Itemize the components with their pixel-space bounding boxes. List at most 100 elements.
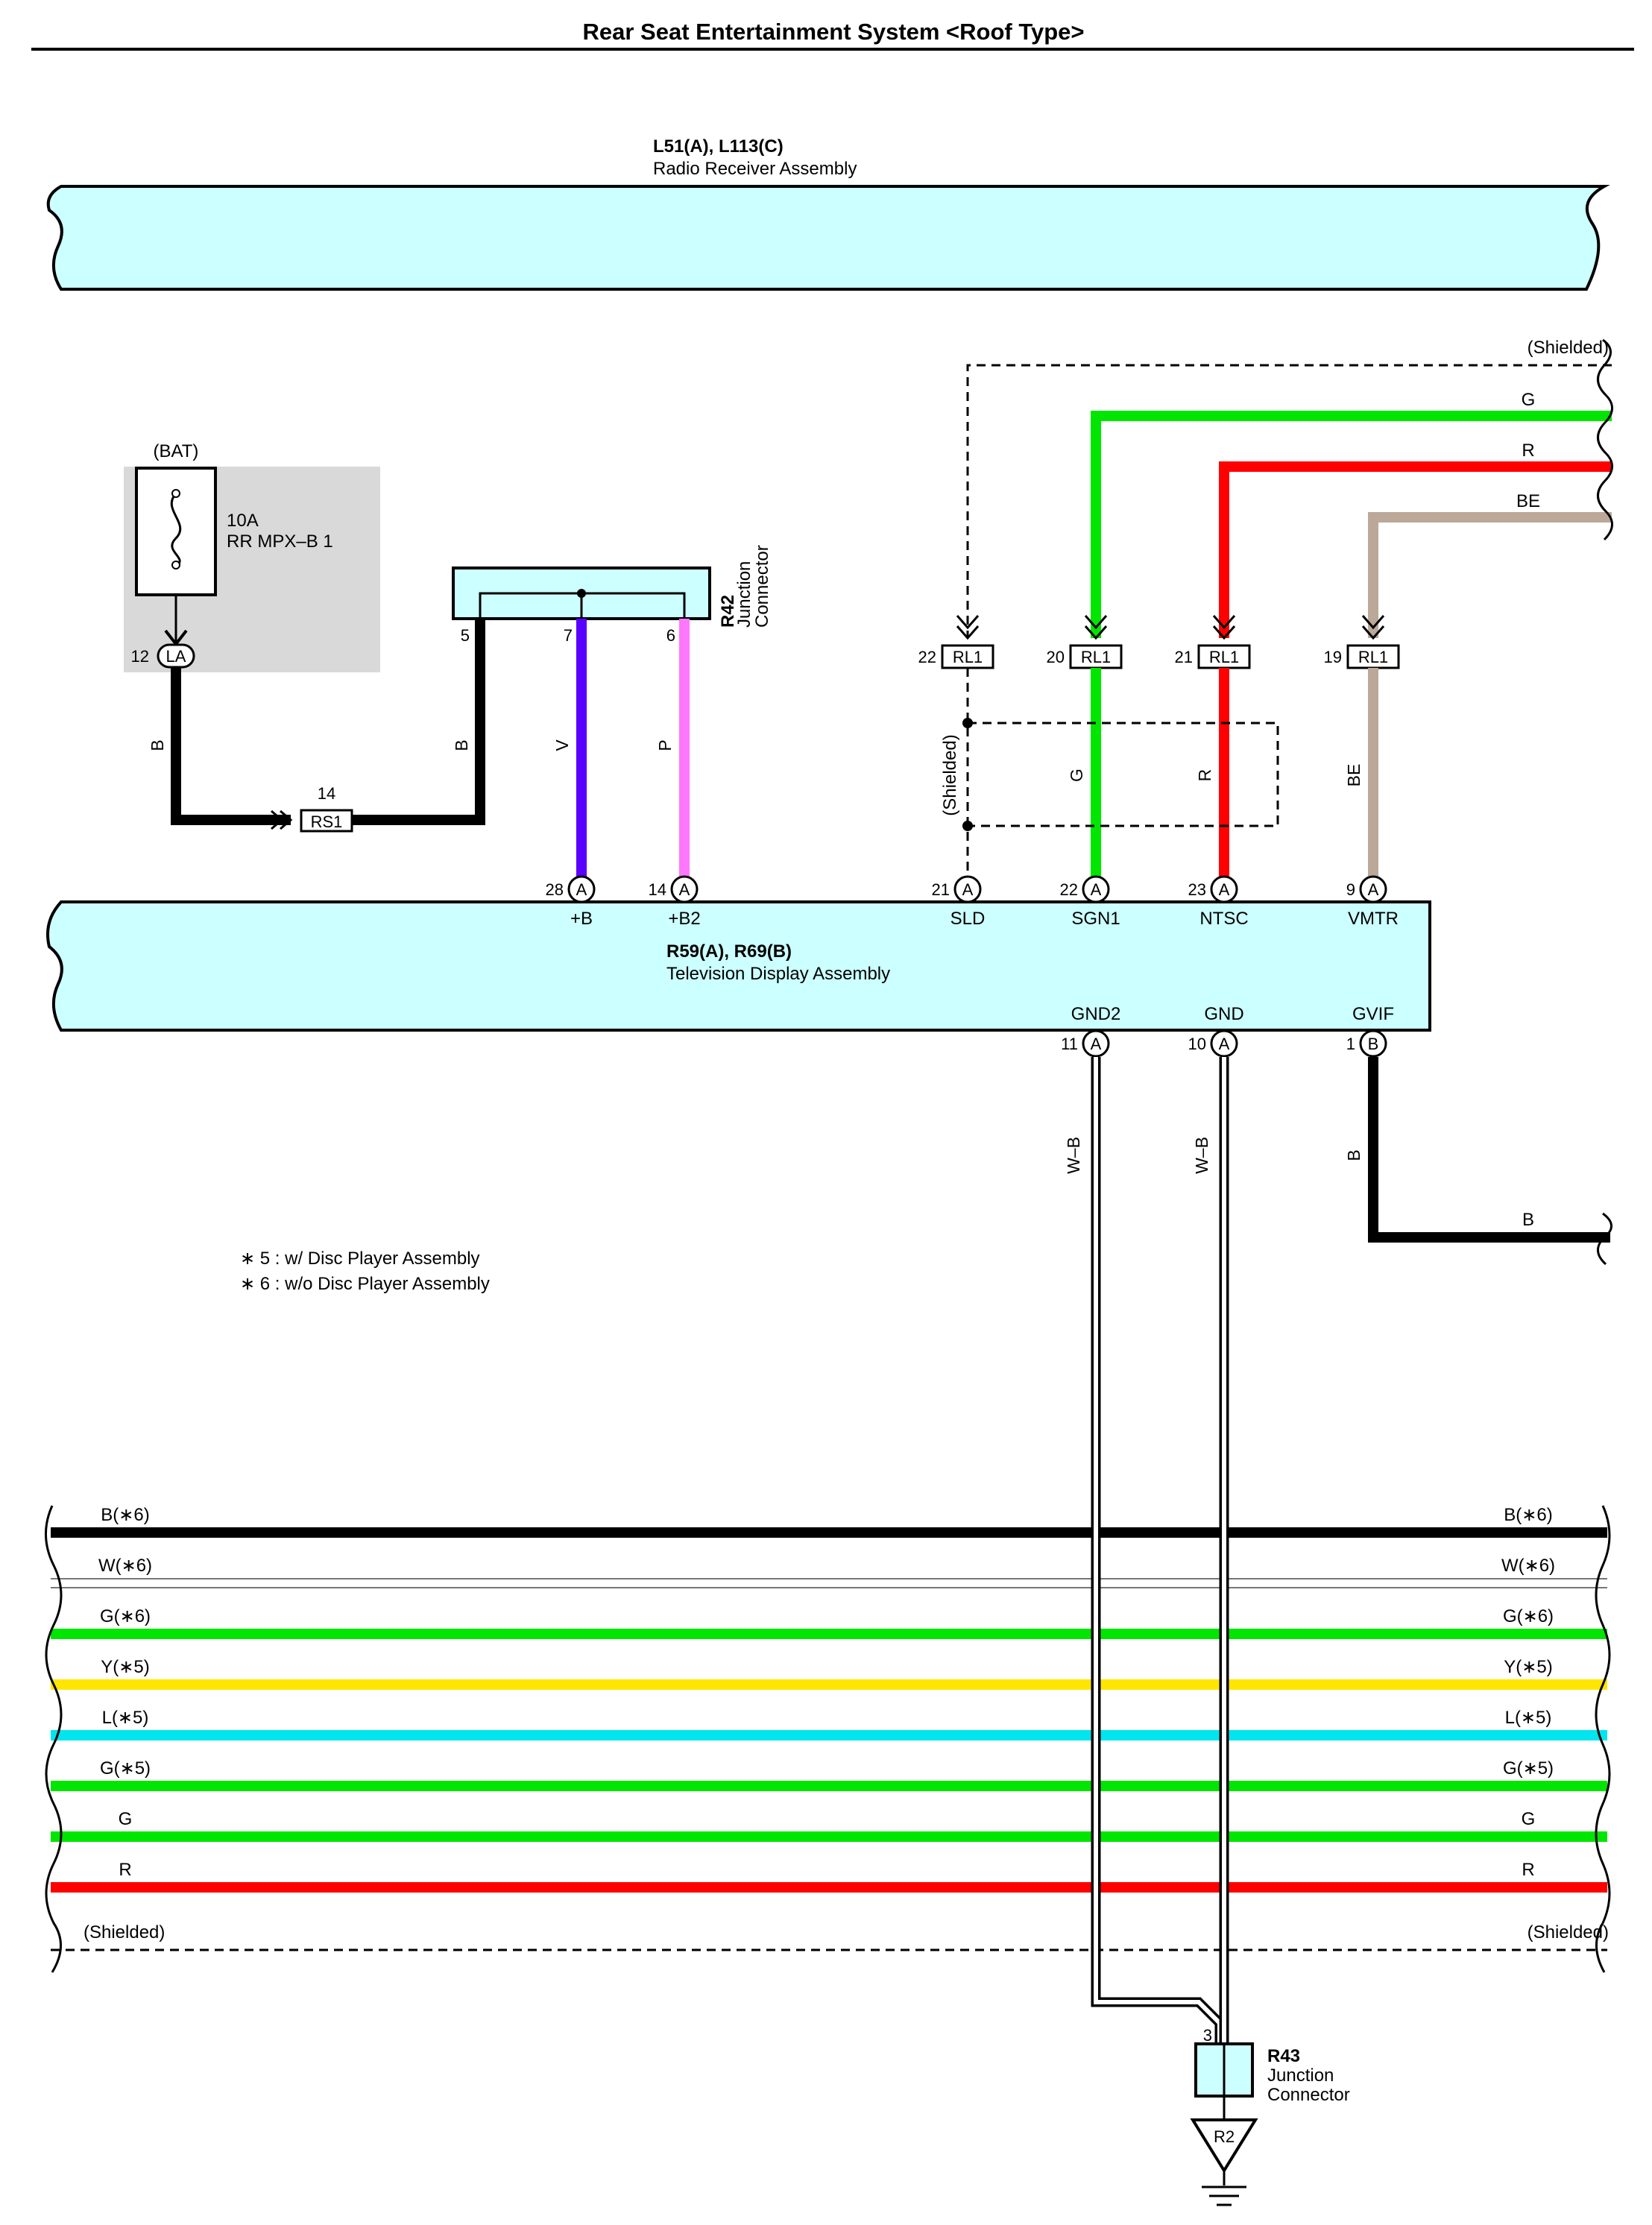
- shield-dot-top: [962, 718, 973, 728]
- wire-label-g-top: G: [1522, 390, 1536, 410]
- svg-text:23: 23: [1188, 880, 1206, 899]
- radio-receiver-name: Radio Receiver Assembly: [653, 159, 857, 179]
- note-5: ∗ 5 : w/ Disc Player Assembly: [240, 1249, 480, 1269]
- rl1-arrow-ntsc: [1212, 615, 1236, 640]
- rl1-arrow-vmtr: [1361, 615, 1385, 640]
- wire-label-r-top: R: [1522, 441, 1534, 461]
- bus-break-right: [1595, 1505, 1611, 1973]
- wire-label-r-mid: R: [1195, 769, 1214, 782]
- r43-name-2: Connector: [1267, 2085, 1350, 2105]
- svg-text:A: A: [1219, 880, 1230, 899]
- wire-label-b-1: B: [148, 739, 167, 751]
- r43-name-1: Junction: [1267, 2065, 1334, 2086]
- svg-text:A: A: [962, 880, 974, 899]
- r42-name-1: Junction: [734, 561, 754, 628]
- r42-code: R42: [718, 595, 738, 628]
- bat-label: (BAT): [154, 441, 199, 461]
- connector-la-label: LA: [166, 647, 186, 666]
- note-6: ∗ 6 : w/o Disc Player Assembly: [240, 1274, 490, 1294]
- bus-wire-label-left: L(∗5): [102, 1708, 149, 1728]
- svg-text:B: B: [1368, 1035, 1379, 1053]
- tv-top-pin-ntsc: A 23 NTSC: [1188, 875, 1249, 929]
- wire-label-b-gvif: B: [1344, 1149, 1363, 1161]
- shielded-label-bus-right: (Shielded): [1528, 1922, 1609, 1942]
- svg-text:A: A: [1091, 1035, 1102, 1053]
- bus-wire-label-right: L(∗5): [1505, 1708, 1552, 1728]
- rl1-pin-vmtr: 19: [1324, 648, 1342, 666]
- shield-box: [968, 722, 1279, 827]
- rl1-pin-sld: 22: [918, 648, 936, 666]
- r42-pin-5: 5: [461, 626, 470, 645]
- rl1-box-vmtr: [1346, 644, 1400, 669]
- bus-wire-label-right: Y(∗5): [1504, 1657, 1552, 1677]
- fuse-name: RR MPX–B 1: [227, 531, 333, 552]
- ground-symbol-icon: [1202, 2171, 1246, 2206]
- svg-text:11: 11: [1061, 1035, 1078, 1053]
- r42-pin-7: 7: [564, 626, 573, 645]
- bus-wire-label-right: R: [1522, 1860, 1534, 1880]
- tv-top-pin-plus-b2: A 14 +B2: [649, 875, 701, 929]
- r43-pin: 3: [1203, 2026, 1212, 2045]
- wire-label-b-gvif-right: B: [1522, 1210, 1534, 1230]
- bus-wire-label-right: B(∗6): [1504, 1505, 1552, 1525]
- tv-top-pin-vmtr: A 9 VMTR: [1346, 875, 1399, 929]
- wire-red-top: [1219, 461, 1612, 638]
- svg-text:+B2: +B2: [668, 909, 700, 929]
- fuse-terminal-bottom: [171, 561, 180, 569]
- tv-bottom-pin-gnd: GND A 10: [1188, 1004, 1244, 1058]
- bus-wire-label-right: G(∗6): [1503, 1606, 1554, 1626]
- television-display-assembly: [46, 900, 1431, 1032]
- bus-wire-label-left: R: [119, 1860, 131, 1880]
- connector-rs1-pin: 14: [318, 784, 335, 803]
- wire-label-be-top: BE: [1516, 491, 1540, 511]
- ground-code: R2: [1214, 2127, 1235, 2146]
- svg-text:21: 21: [932, 880, 950, 899]
- bus-wire-label-right: G(∗5): [1503, 1758, 1554, 1779]
- r42-name-2: Connector: [752, 545, 772, 628]
- bus-wire-label-left: G(∗6): [100, 1606, 151, 1626]
- wire-beige-top: [1368, 512, 1612, 638]
- bus-wire-label-left: Y(∗5): [101, 1657, 149, 1677]
- shield-dashed-top: [966, 364, 1612, 638]
- rl1-pin-ntsc: 21: [1175, 648, 1193, 666]
- wire-green-top: [1091, 411, 1612, 638]
- fuse-body: [135, 467, 217, 596]
- bus-wire-label-left: G: [119, 1809, 133, 1829]
- wire-label-be-mid: BE: [1344, 764, 1363, 787]
- tv-top-pin-sld: A 21 SLD: [932, 875, 986, 929]
- wire-b-gvif: [1368, 1057, 1610, 1243]
- svg-text:22: 22: [1060, 880, 1078, 899]
- svg-text:SLD: SLD: [950, 909, 986, 929]
- rl1-box-sgn1: [1069, 644, 1123, 669]
- wire-label-p: P: [655, 739, 675, 751]
- svg-text:A: A: [1091, 880, 1102, 899]
- radio-receiver-assembly: [46, 185, 1610, 291]
- connector-la: [157, 643, 195, 669]
- fuse-terminal-top: [171, 489, 180, 498]
- svg-text:+B: +B: [570, 909, 593, 929]
- rl1-arrow-sgn1: [1084, 615, 1108, 640]
- bus-wire-label-right: G: [1522, 1809, 1536, 1829]
- svg-text:A: A: [1368, 880, 1379, 899]
- rl1-label-ntsc: RL1: [1209, 648, 1239, 666]
- svg-text:SGN1: SGN1: [1071, 909, 1120, 929]
- svg-text:A: A: [679, 880, 690, 899]
- tv-bottom-pin-gnd2: GND2 A 11: [1061, 1004, 1120, 1058]
- television-code: R59(A), R69(B): [666, 941, 792, 962]
- shield-dot-bottom: [962, 821, 973, 831]
- shielded-label-bus-left: (Shielded): [83, 1922, 165, 1942]
- svg-text:GND: GND: [1204, 1004, 1243, 1024]
- wire-label-b-2: B: [452, 739, 471, 751]
- rl1-arrow-sld: [956, 615, 980, 640]
- svg-text:A: A: [1219, 1035, 1230, 1053]
- rs1-arrows: [271, 809, 293, 830]
- svg-text:14: 14: [649, 880, 666, 899]
- shielded-label-vertical: (Shielded): [940, 734, 960, 815]
- wire-break-gvif: [1597, 1212, 1612, 1266]
- svg-text:VMTR: VMTR: [1348, 909, 1399, 929]
- fuse-rating: 10A: [227, 511, 259, 531]
- diagram-title: Rear Seat Entertainment System <Roof Typ…: [582, 19, 1084, 45]
- tv-top-pin-plus-b: A 28 +B: [546, 875, 596, 929]
- wire-break-top: [1597, 338, 1613, 541]
- rl1-box-sld: [941, 644, 994, 669]
